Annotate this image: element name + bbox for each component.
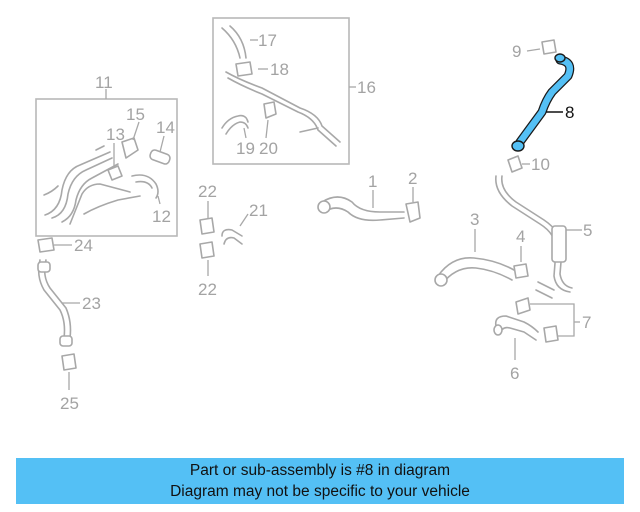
banner-line-2: Diagram may not be specific to your vehi… (170, 483, 470, 500)
callout-11: 11 (95, 73, 113, 92)
callout-2: 2 (408, 169, 417, 188)
part-5-pipe: 5 10 9 (495, 39, 592, 299)
callout-23: 23 (82, 294, 101, 313)
callout-25: 25 (60, 394, 79, 413)
part-23-24-25: 24 23 25 (37, 236, 101, 413)
callout-18: 18 (270, 60, 289, 79)
callout-8: 8 (565, 103, 574, 122)
callout-17: 17 (258, 31, 277, 50)
assembly-box-11: 11 15 13 14 12 (35, 73, 178, 237)
callout-12: 12 (152, 207, 171, 226)
callout-7: 7 (582, 313, 591, 332)
part-1-hose: 1 2 (317, 169, 421, 223)
callout-19: 19 (236, 139, 255, 158)
callout-24: 24 (74, 236, 93, 255)
callout-14: 14 (156, 118, 175, 137)
callout-1: 1 (368, 172, 377, 191)
assembly-box-16: 16 17 18 19 20 (212, 17, 376, 165)
callout-5: 5 (583, 221, 592, 240)
callout-20: 20 (259, 139, 278, 158)
callout-16: 16 (357, 78, 376, 97)
part-6-7-hose: 7 6 (493, 297, 591, 383)
callout-15: 15 (126, 105, 145, 124)
callout-13: 13 (106, 125, 125, 144)
callout-22-top: 22 (198, 182, 217, 201)
part-3-hose: 3 4 (434, 210, 529, 287)
banner-line-1: Part or sub-assembly is #8 in diagram (189, 462, 451, 479)
info-banner: Part or sub-assembly is #8 in diagram Di… (16, 458, 624, 504)
callout-3: 3 (470, 210, 479, 229)
callout-9: 9 (512, 42, 521, 61)
part-21-22: 22 21 22 (198, 182, 268, 299)
callout-6: 6 (510, 364, 519, 383)
callout-22-bottom: 22 (198, 280, 217, 299)
callout-21: 21 (249, 201, 268, 220)
part-8-hose-highlighted: 8 (511, 53, 574, 152)
callout-4: 4 (516, 227, 525, 246)
callout-10: 10 (531, 155, 550, 174)
